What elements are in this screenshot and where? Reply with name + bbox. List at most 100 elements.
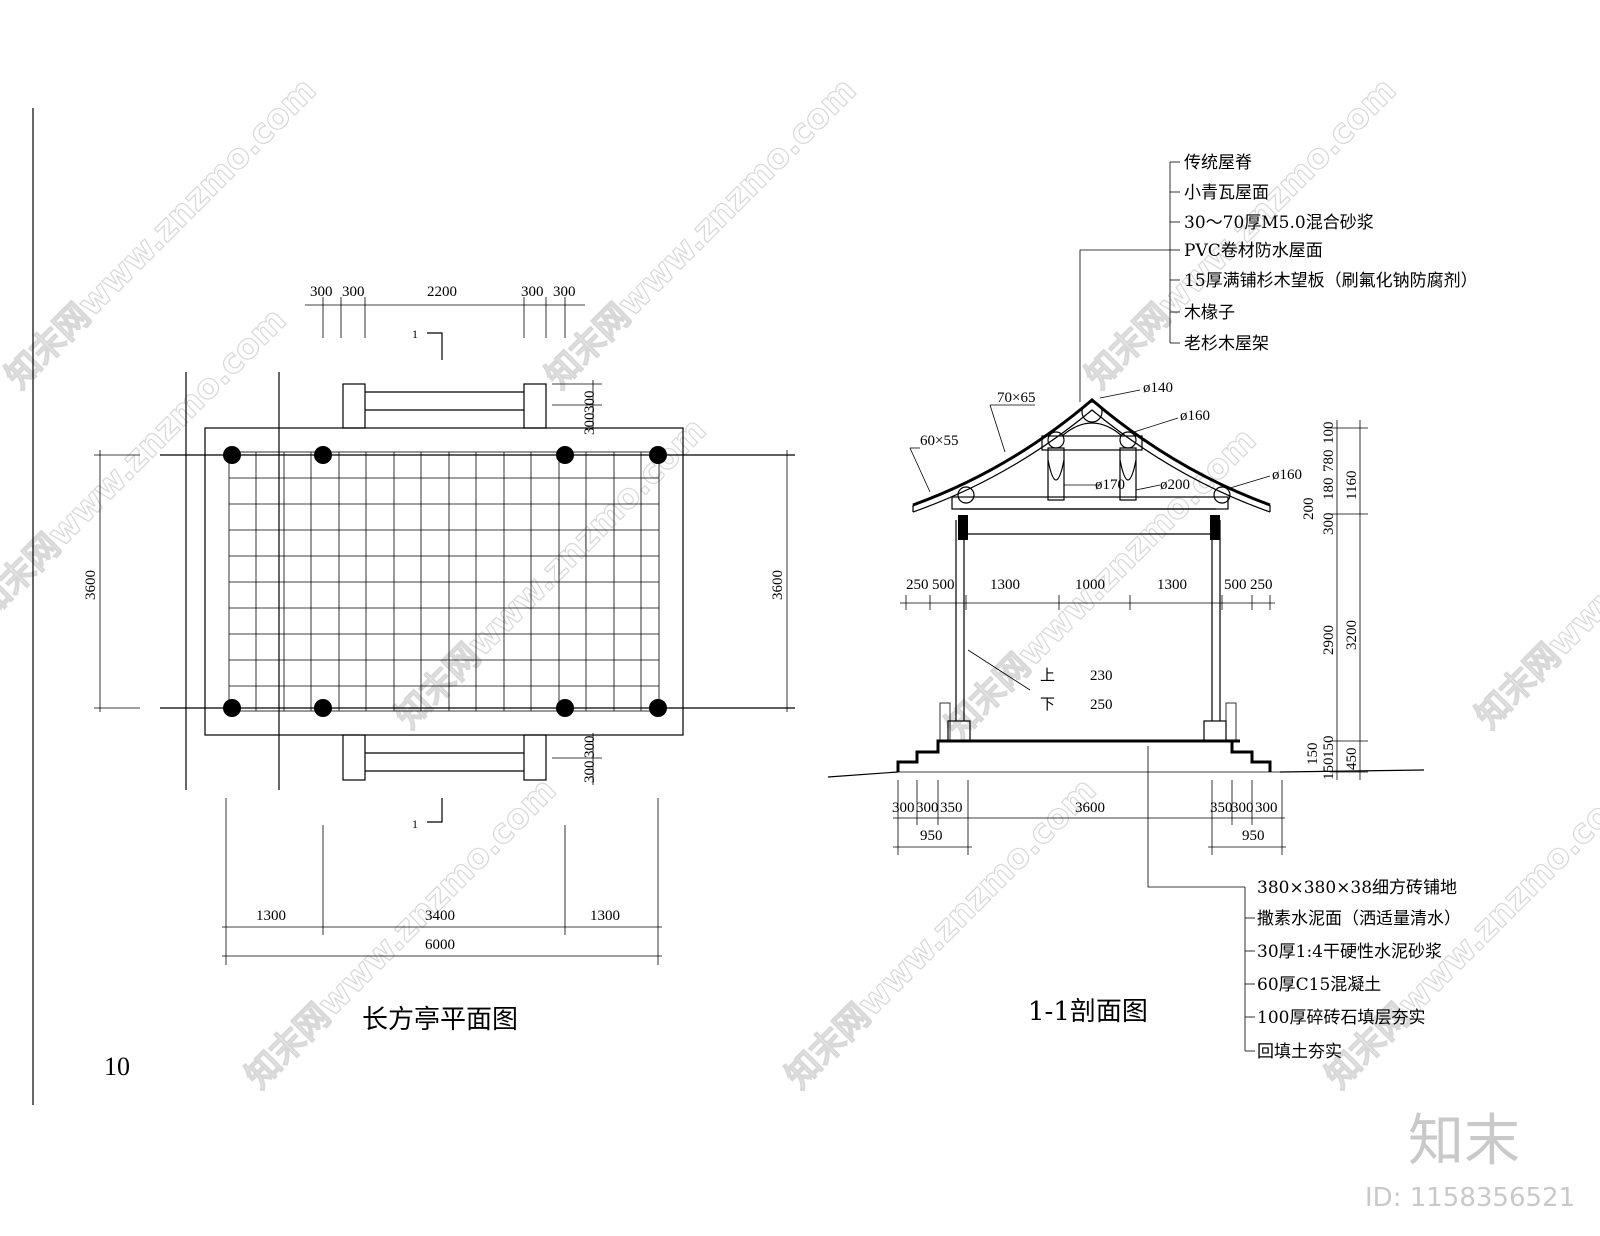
section-upper-dims: 250 500 1300 1000 1300 500 250 [900,577,1275,610]
plan-side-dims-bottom: 300 300 [552,733,602,785]
plan-paving-area [228,451,660,712]
roof-layer: 30～70厚M5.0混合砂浆 [1184,213,1374,233]
svg-text:950: 950 [1242,828,1265,844]
watermark-text: 知末网www.znzmo.com [238,770,564,1096]
roof-layer: 木椽子 [1184,303,1235,323]
svg-text:150: 150 [1321,758,1337,781]
column-dot [223,446,241,464]
svg-text:150: 150 [1305,743,1321,766]
step-profile-left [896,739,968,772]
short-post-label: ø170 [1095,477,1125,493]
svg-text:1300: 1300 [990,577,1020,593]
rafter-upper-label: 70×65 [997,390,1035,406]
svg-text:1000: 1000 [1075,577,1105,593]
plan-side-dims-top: 300 300 [552,380,602,435]
plan-top-dimensions: 300 300 2200 300 300 [305,284,585,338]
step-profile-right [1212,739,1272,772]
plan-left-height-dim: 3600 [83,450,140,712]
section-base-dims: 300 300 350 3600 350 300 300 950 950 [892,780,1286,855]
svg-text:950: 950 [920,828,943,844]
beam-label: ø200 [1160,477,1190,493]
svg-text:300: 300 [892,800,915,816]
upper-purlin [1119,431,1137,449]
upper-purlin [1047,431,1065,449]
plan-columns [223,446,667,717]
watermark-text: 知末网www.znzmo.com [778,770,1104,1096]
dim-label: 1300 [256,908,286,924]
dim-label: 300 [582,761,598,784]
plan-steps-bottom [342,734,547,781]
svg-text:350: 350 [940,800,963,816]
roof-layer: 15厚满铺杉木望板（刷氟化钠防腐剂） [1184,271,1478,291]
bracket [958,515,968,540]
column-dot [223,699,241,717]
roof-layer: PVC卷材防水屋面 [1184,241,1323,261]
svg-text:1300: 1300 [1157,577,1187,593]
plan-bottom-dimensions: 1300 3400 1300 6000 [222,798,662,965]
section-drawing: 70×65 60×55 ø140 ø160 ø170 ø200 ø160 上 2… [827,153,1478,1062]
column-dot [314,699,332,717]
floor-layer: 60厚C15混凝土 [1257,975,1381,995]
svg-text:150: 150 [1321,736,1337,759]
svg-text:3600: 3600 [770,570,786,600]
svg-text:350: 350 [1210,800,1233,816]
upper-purlin-label: ø160 [1180,408,1210,424]
svg-text:500: 500 [1224,577,1247,593]
column-base [1203,720,1227,742]
eave-purlin [957,486,975,504]
column-dot [649,699,667,717]
svg-text:3200: 3200 [1344,620,1360,650]
column-dot [556,699,574,717]
svg-text:250: 250 [1090,697,1113,713]
svg-text:300: 300 [1231,800,1254,816]
svg-text:300: 300 [1255,800,1278,816]
column-base [947,720,971,742]
svg-text:3600: 3600 [83,570,99,600]
svg-text:上: 上 [1040,667,1055,684]
svg-text:180: 180 [1321,478,1337,501]
dim-label: 300 [521,284,544,300]
ground-line [1279,769,1425,773]
section-mark-top: 1 [412,327,443,360]
dim-label: 2200 [427,284,457,300]
svg-text:1160: 1160 [1344,471,1360,500]
page-number: 10 [104,1052,130,1081]
section-right-dims: 1160 3200 450 100 780 180 300 200 2900 1… [1301,420,1368,780]
column-dot [556,446,574,464]
ridge-purlin [1081,401,1103,423]
roof-layer: 小青瓦屋面 [1184,183,1269,203]
watermark-text: 知末网www.znzmo.com [0,70,324,396]
dim-label: 300 [582,391,598,414]
floor-layer: 30厚1:4干硬性水泥砂浆 [1257,942,1442,962]
roof-layer-leader: 传统屋脊 小青瓦屋面 30～70厚M5.0混合砂浆 PVC卷材防水屋面 15厚满… [1079,153,1478,402]
plan-drawing: 1 1 300 300 2200 300 300 300 300 [83,284,795,1035]
floor-layer: 撒素水泥面（洒适量清水） [1257,909,1461,929]
dim-label: 300 [582,413,598,436]
brand-logo: 知末 [1408,1109,1520,1174]
floor-layer-leader: 380×380×38细方砖铺地 撒素水泥面（洒适量清水） 30厚1:4干硬性水泥… [1147,746,1461,1062]
eave-purlin-label: ø160 [1272,467,1302,483]
roof-outline [912,398,1271,507]
svg-text:下: 下 [1040,697,1055,713]
dim-label: 1300 [590,908,620,924]
dim-label: 300 [310,284,333,300]
upper-beam [1041,435,1143,451]
tie-beam [951,496,1229,510]
svg-text:200: 200 [1301,498,1317,521]
section-title: 1-1剖面图 [1028,997,1148,1027]
plan-paving-grid [229,452,659,711]
svg-text:250: 250 [906,577,929,593]
dim-label: 300 [582,736,598,759]
svg-text:1: 1 [412,327,418,341]
column-dot [649,446,667,464]
column-callout: 上 230 下 250 [967,649,1113,713]
dim-label: 300 [342,284,365,300]
svg-text:230: 230 [1090,668,1113,684]
ridge-purlin-label: ø140 [1143,380,1173,396]
svg-text:2900: 2900 [1321,625,1337,655]
svg-text:300: 300 [916,800,939,816]
plan-title: 长方亭平面图 [362,1005,518,1035]
plan-right-height-dim: 3600 [745,450,793,712]
section-mark-bottom: 1 [412,798,443,831]
svg-text:500: 500 [932,577,955,593]
